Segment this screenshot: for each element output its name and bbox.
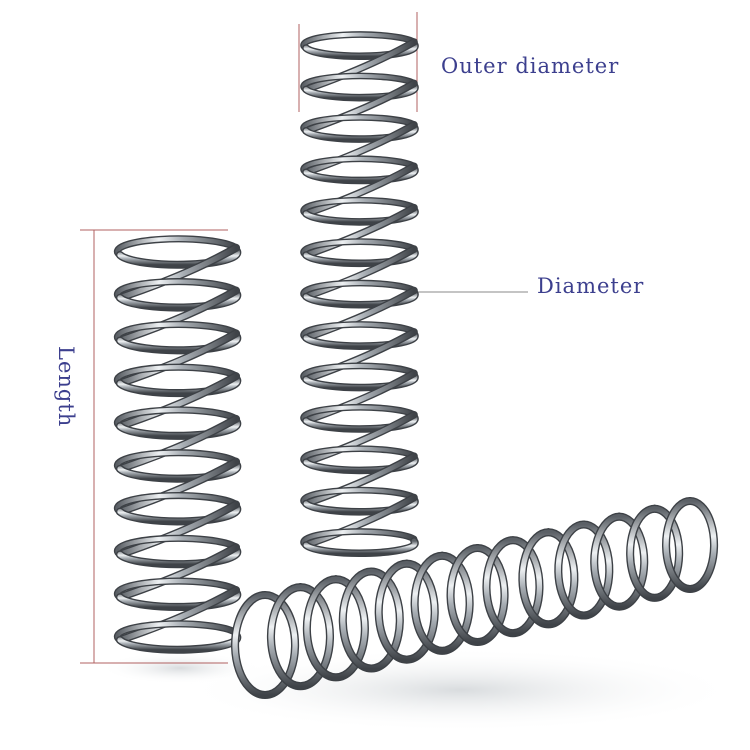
spring-coil-highlight bbox=[303, 370, 417, 424]
spring-coil-highlight bbox=[303, 83, 418, 101]
spring-coil-highlight bbox=[117, 546, 240, 567]
spring-coil-highlight bbox=[303, 453, 417, 506]
spring-coil-highlight bbox=[115, 365, 239, 386]
spring-coil-highlight bbox=[117, 245, 239, 301]
spring-coil-highlight bbox=[303, 412, 417, 465]
spring-coil-highlight bbox=[115, 621, 239, 643]
spring-coil-highlight bbox=[303, 81, 417, 134]
spring-coil-highlight bbox=[117, 290, 240, 311]
spring-coil-highlight bbox=[117, 416, 239, 472]
spring-coil-highlight bbox=[303, 205, 417, 258]
spring-coil-highlight bbox=[115, 493, 239, 514]
spring-coil-highlight bbox=[117, 461, 240, 482]
spring-coil-highlight bbox=[301, 446, 416, 465]
spring-coil-highlight bbox=[303, 329, 417, 382]
spring-coil-highlight bbox=[555, 521, 612, 619]
spring-coil-highlight bbox=[411, 553, 473, 654]
spring-coil-highlight bbox=[301, 529, 416, 547]
spring-coil-highlight bbox=[117, 418, 240, 439]
spring-coil-highlight bbox=[303, 455, 418, 473]
spring-coil-highlight bbox=[115, 407, 239, 429]
length-label: Length bbox=[54, 346, 78, 428]
spring-coil-highlight bbox=[117, 587, 239, 643]
spring-coil-highlight bbox=[303, 124, 418, 142]
spring-coil-highlight bbox=[303, 39, 417, 92]
spring-coil-highlight bbox=[117, 287, 239, 344]
spring-coil-highlight bbox=[115, 322, 239, 343]
spring-coil-highlight bbox=[115, 279, 239, 300]
spring-coil-highlight bbox=[340, 568, 403, 672]
spring-coil-highlight bbox=[301, 363, 416, 382]
short-upright-spring bbox=[113, 235, 242, 654]
spring-coil-highlight bbox=[627, 506, 682, 601]
spring-coil-highlight bbox=[301, 74, 416, 92]
spring-coil-highlight bbox=[115, 450, 239, 472]
spring-coil-highlight bbox=[301, 281, 416, 299]
floor-shadow bbox=[180, 648, 740, 732]
spring-coil-highlight bbox=[301, 239, 416, 258]
spring-coil-highlight bbox=[303, 122, 417, 175]
spring-coil-highlight bbox=[301, 115, 416, 133]
spring-coil-highlight bbox=[303, 163, 417, 217]
spring-coil-highlight bbox=[268, 584, 333, 689]
outer-diameter-label: Outer diameter bbox=[441, 54, 620, 78]
spring-coil-highlight bbox=[115, 578, 239, 600]
spring-coil-highlight bbox=[303, 331, 418, 349]
spring-coil-highlight bbox=[301, 32, 416, 50]
spring-coil-highlight bbox=[303, 248, 418, 266]
spring-coil-highlight bbox=[117, 330, 239, 386]
spring-coil-highlight bbox=[376, 561, 438, 663]
spring-coil-highlight bbox=[483, 537, 543, 636]
spring-coil-highlight bbox=[303, 414, 418, 432]
spring-coil-highlight bbox=[303, 165, 418, 183]
spring-coil-highlight bbox=[117, 544, 239, 600]
spring-coil-highlight bbox=[303, 41, 418, 59]
spring-coil-highlight bbox=[303, 538, 418, 556]
spring-coil-highlight bbox=[303, 288, 417, 341]
spring-coil-highlight bbox=[117, 375, 240, 396]
spring-coil-highlight bbox=[115, 236, 239, 258]
floor-shadow bbox=[100, 652, 260, 684]
spring-coil-highlight bbox=[303, 246, 417, 299]
spring-coil-highlight bbox=[117, 503, 240, 525]
lying-spring bbox=[231, 496, 719, 700]
spring-coil-highlight bbox=[303, 207, 418, 225]
spring-coil-highlight bbox=[519, 529, 578, 627]
spring-coil-highlight bbox=[303, 290, 418, 308]
spring-coil-highlight bbox=[117, 332, 240, 353]
spring-coil-highlight bbox=[117, 501, 239, 558]
spring-coil-highlight bbox=[301, 488, 416, 506]
spring-coil-highlight bbox=[301, 322, 416, 340]
spring-coil-highlight bbox=[301, 198, 416, 216]
spring-coil-highlight bbox=[232, 592, 298, 698]
spring-coil-highlight bbox=[117, 589, 240, 610]
spring-coil-highlight bbox=[301, 405, 416, 423]
outer-diameter-dimension bbox=[298, 12, 418, 112]
spring-coil-highlight bbox=[303, 373, 418, 390]
spring-coil-highlight bbox=[117, 459, 239, 515]
spring-coil-highlight bbox=[447, 545, 508, 645]
tall-upright-spring bbox=[300, 31, 419, 558]
spring-coil-highlight bbox=[591, 514, 647, 610]
length-dimension bbox=[80, 229, 228, 664]
spring-coil-highlight bbox=[301, 156, 416, 175]
spring-coil-highlight bbox=[303, 495, 417, 548]
spring-coil-highlight bbox=[115, 536, 239, 557]
spring-coil-highlight bbox=[117, 373, 239, 429]
spring-coil-highlight bbox=[304, 576, 368, 680]
spring-coil-highlight bbox=[303, 497, 418, 515]
spring-coil-highlight bbox=[663, 498, 717, 592]
spring-coil-highlight bbox=[117, 247, 240, 268]
diameter-label: Diameter bbox=[537, 274, 645, 298]
